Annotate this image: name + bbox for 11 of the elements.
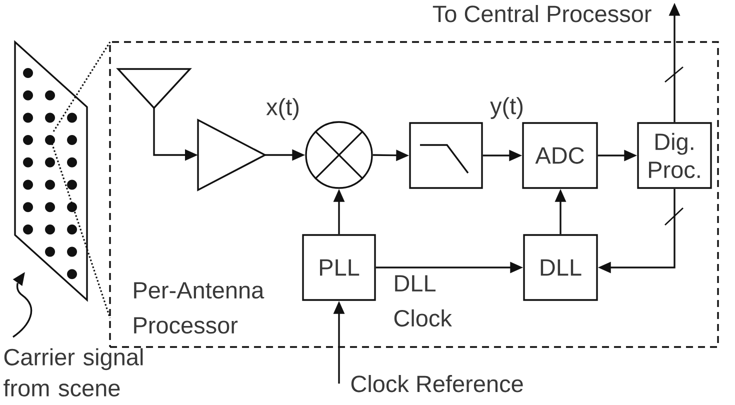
- processor-box: Dig. Proc.: [637, 122, 712, 189]
- output-label: To Central Processor: [432, 4, 652, 22]
- input-label: Clock Reference: [351, 375, 523, 392]
- dll-box: DLL: [523, 234, 598, 301]
- edge-label: y(t): [488, 95, 526, 121]
- edge-label: DLL Clock: [391, 273, 466, 329]
- mixer-symbol: [305, 121, 373, 189]
- pll-box: PLL: [302, 234, 376, 301]
- source-label: Carrier signal from scene: [4, 348, 143, 396]
- adc-box: ADC: [522, 122, 598, 189]
- edge-label: x(t): [264, 96, 302, 122]
